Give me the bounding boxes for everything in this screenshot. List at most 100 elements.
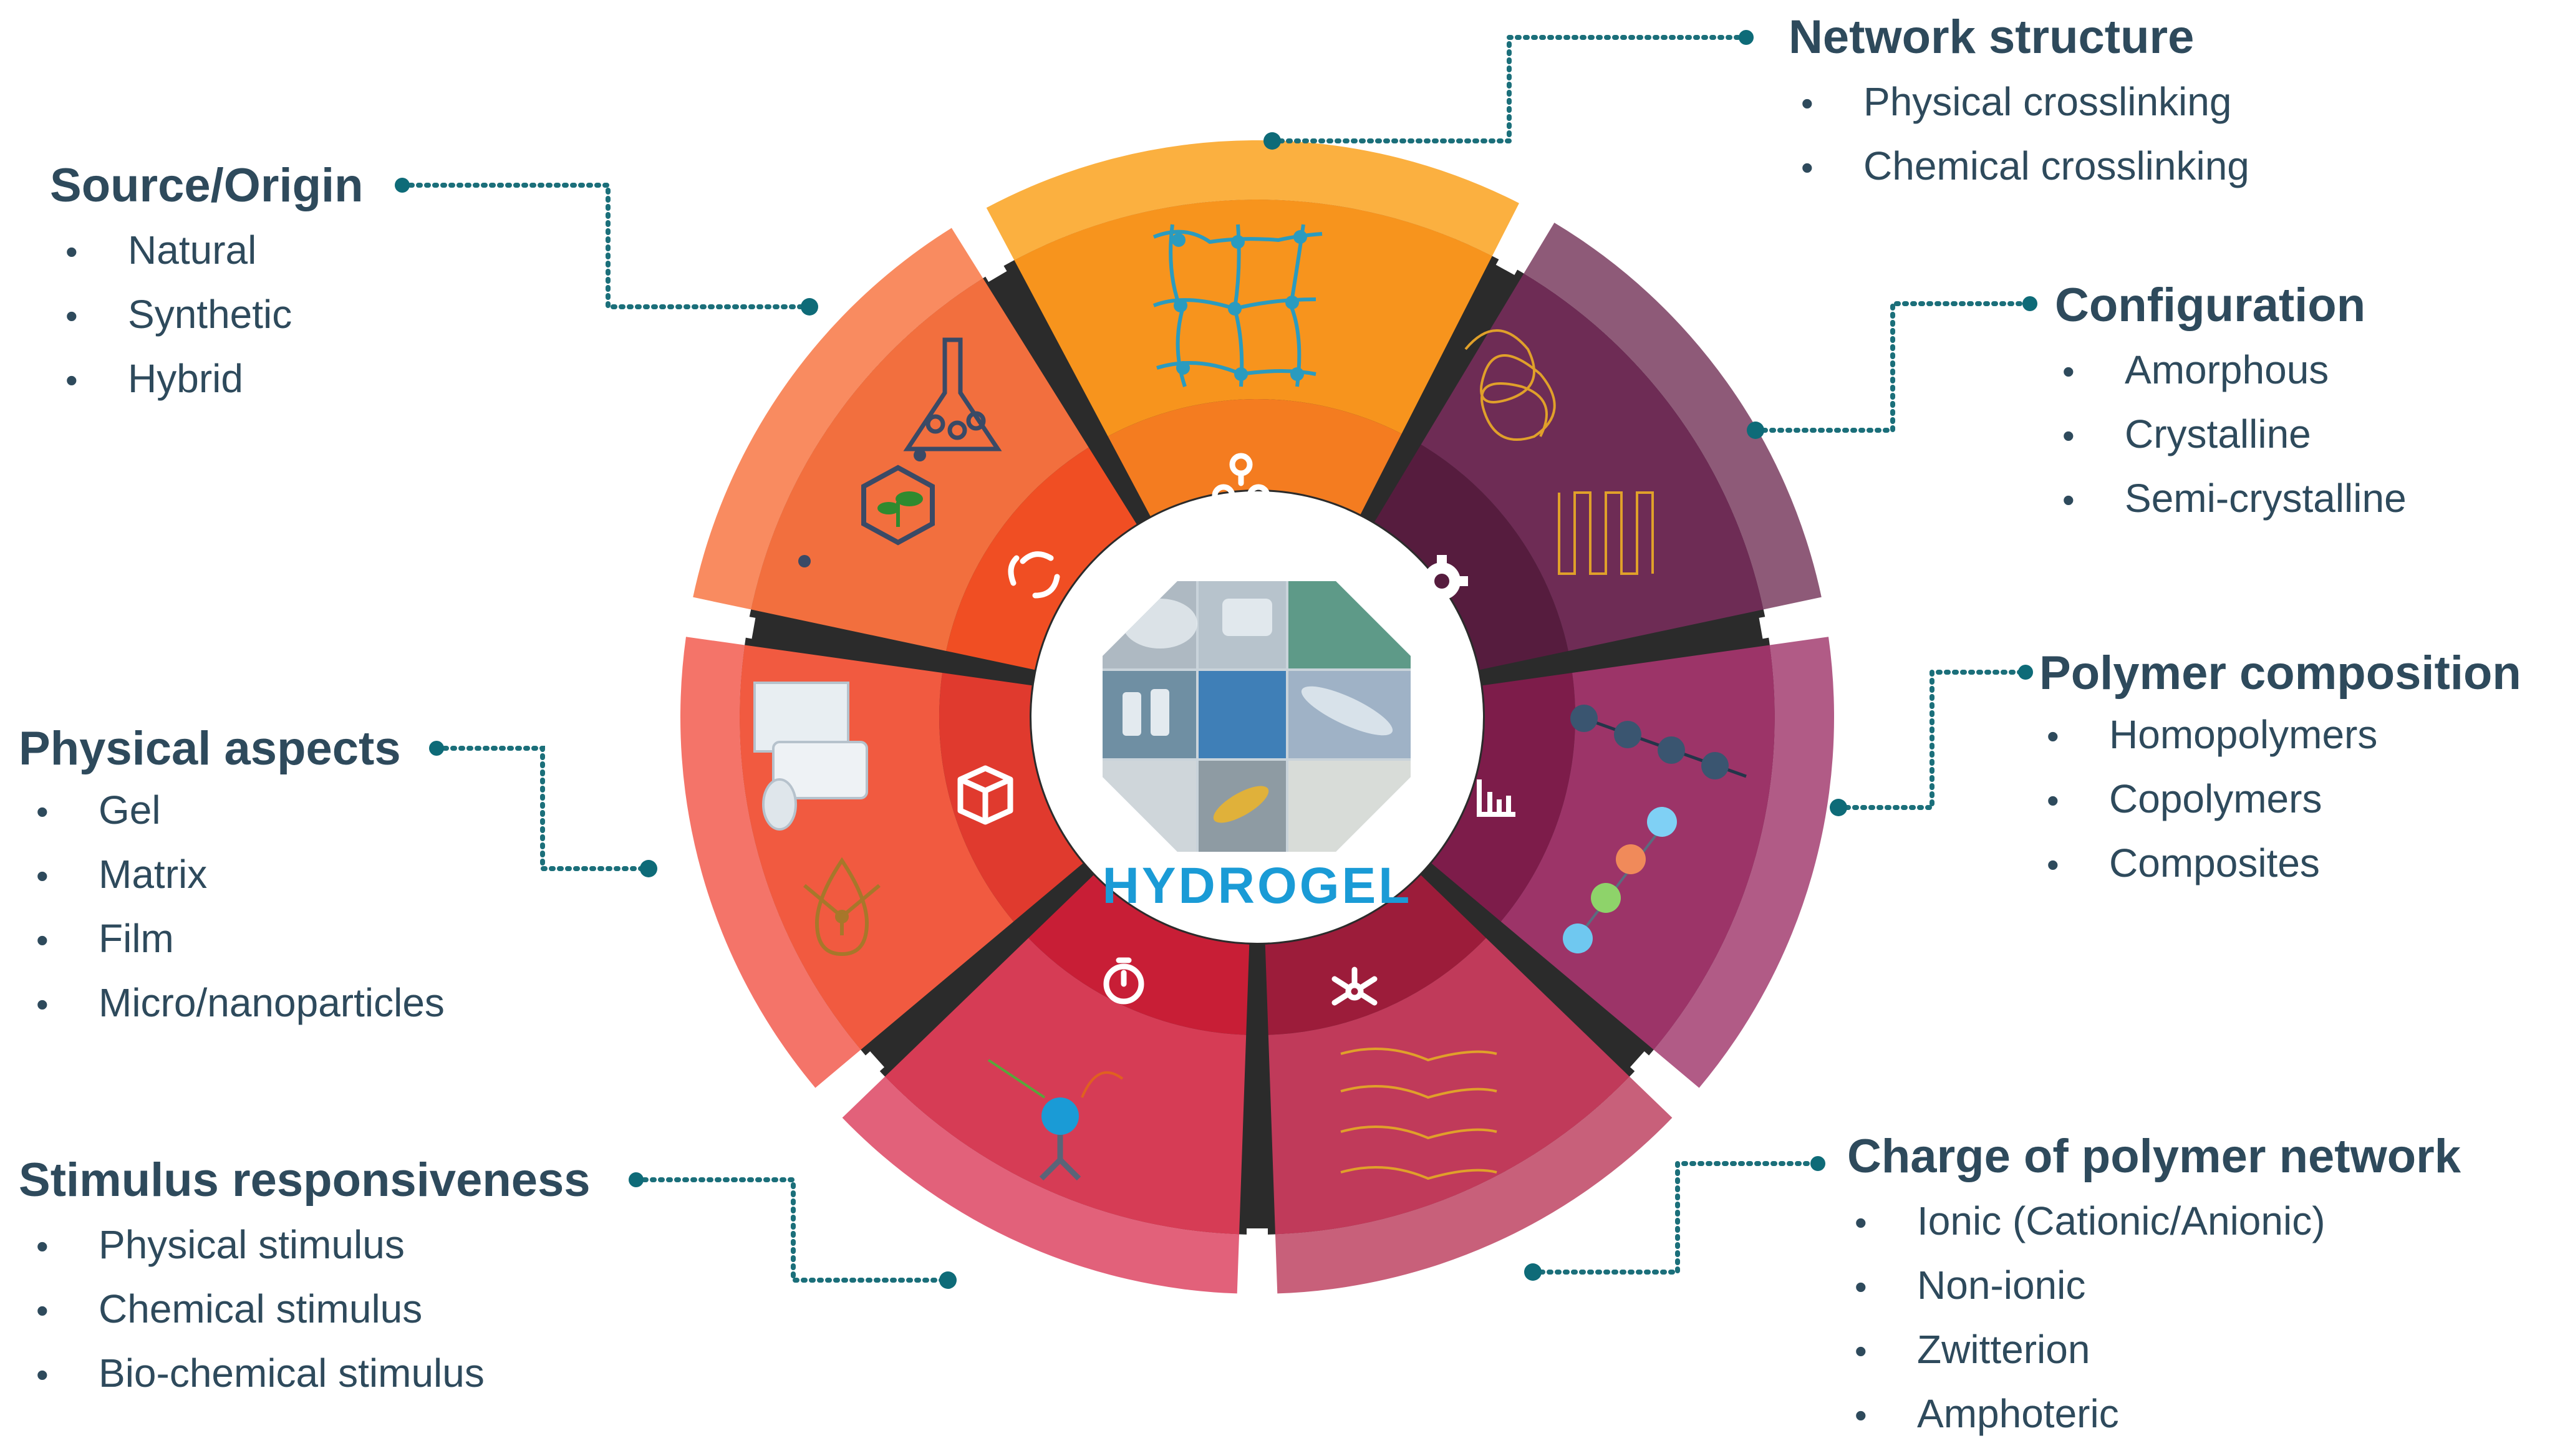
bullet: • — [2047, 781, 2059, 820]
source-title-dot — [395, 178, 410, 193]
stimulus-wheel-dot — [939, 1271, 957, 1289]
category-items: • Natural • Synthetic • Hybrid — [65, 228, 292, 401]
physical-wheel-dot — [640, 860, 657, 877]
bullet: • — [1801, 148, 1814, 187]
label-group-source: Source/Origin • Natural • Synthetic • Hy… — [50, 159, 364, 401]
segment-gap — [950, 206, 1007, 282]
category-item: Non-ionic — [1917, 1263, 2085, 1308]
segment-band-outer — [842, 1076, 1240, 1294]
category-item: Composites — [2109, 841, 2320, 885]
category-items: • Amorphous • Crystalline • Semi-crystal… — [2062, 347, 2407, 521]
category-title: Polymer composition — [2039, 647, 2521, 700]
bullet: • — [1855, 1267, 1867, 1306]
bullet: • — [2047, 716, 2059, 756]
label-group-stimulus: Stimulus responsiveness • Physical stimu… — [19, 1154, 591, 1396]
charge-leader-line — [1530, 1161, 1820, 1275]
segment-band-outer — [1275, 1076, 1673, 1294]
segment-band-inner — [946, 447, 1137, 670]
bullet: • — [36, 856, 49, 895]
category-title: Physical aspects — [19, 722, 401, 775]
label-group-charge: Charge of polymer network • Ionic (Catio… — [1847, 1130, 2461, 1436]
center-label: HYDROGEL — [1103, 857, 1413, 914]
bullet: • — [36, 1355, 49, 1394]
bead-chain-icon — [1570, 705, 1747, 779]
category-items: • Ionic (Cationic/Anionic) • Non-ionic •… — [1855, 1198, 2326, 1436]
center-photo-collage: HYDROGEL — [1031, 491, 1483, 943]
config-title-dot — [2022, 296, 2037, 311]
bullet: • — [2062, 480, 2075, 519]
bullet: • — [65, 296, 78, 335]
bullet: • — [36, 1227, 49, 1266]
bullet: • — [36, 920, 49, 960]
droplet-molecule-icon — [803, 857, 881, 957]
folded-chain-icon — [1558, 491, 1654, 575]
category-title: Configuration — [2055, 279, 2365, 332]
category-item: Matrix — [99, 852, 207, 897]
category-item: Bio-chemical stimulus — [99, 1351, 485, 1396]
category-item: Homopolymers — [2109, 712, 2377, 757]
category-item: Hybrid — [128, 356, 243, 401]
category-title: Source/Origin — [50, 159, 364, 212]
network-title-dot — [1739, 30, 1754, 45]
wheel-segment-config — [1374, 223, 1822, 670]
physical-leader-line — [434, 746, 651, 871]
wheel-segment-source — [693, 228, 1137, 670]
category-item: Micro/nanoparticles — [99, 980, 445, 1025]
category-item: Amorphous — [2125, 347, 2329, 392]
category-items: • Homopolymers • Copolymers • Composites — [2047, 712, 2377, 885]
box-icon — [957, 765, 1013, 825]
physical-title-dot — [429, 741, 444, 756]
polymer-leader-line — [1836, 670, 2028, 810]
charge-wheel-dot — [1524, 1263, 1542, 1281]
segment-band-mid — [884, 938, 1247, 1235]
bar-chart-icon — [1477, 779, 1515, 817]
wheel-segment-charge — [1265, 875, 1673, 1294]
segment-band-outer — [1653, 637, 1834, 1088]
gear-icon — [1416, 555, 1468, 607]
network-leader-line — [1270, 35, 1749, 143]
stimulus-title-dot — [629, 1172, 644, 1187]
segment-band-inner — [1028, 875, 1250, 1035]
source-leader-line — [400, 183, 812, 309]
category-items: • Physical stimulus • Chemical stimulus … — [36, 1222, 485, 1396]
segment-band-mid — [1014, 200, 1492, 436]
segment-band-mid — [751, 278, 1089, 651]
bullet: • — [2047, 845, 2059, 884]
category-item: Crystalline — [2125, 412, 2311, 456]
category-title: Stimulus responsiveness — [19, 1154, 591, 1207]
segment-band-inner — [1265, 875, 1486, 1035]
charged-chains-icon — [1340, 1048, 1497, 1180]
receptor-icon — [987, 1059, 1124, 1181]
config-wheel-dot — [1747, 422, 1764, 439]
label-group-network: Network structure • Physical crosslinkin… — [1789, 11, 2249, 188]
category-title: Network structure — [1789, 11, 2194, 64]
segment-band-inner — [1108, 399, 1402, 516]
label-group-polymer: Polymer composition • Homopolymers • Cop… — [2039, 647, 2521, 885]
polymer-wheel-dot — [1830, 799, 1847, 816]
charge-title-dot — [1810, 1156, 1825, 1171]
flask-icon — [903, 337, 1002, 451]
category-item: Ionic (Cationic/Anionic) — [1917, 1198, 2326, 1243]
category-items: • Gel • Matrix • Film • Micro/nanopartic… — [36, 788, 445, 1025]
bullet: • — [1801, 84, 1814, 123]
category-item: Amphoteric — [1917, 1391, 2119, 1436]
labels-layer: Source/Origin • Natural • Synthetic • Hy… — [19, 11, 2521, 1436]
bullet: • — [36, 792, 49, 831]
segment-gap — [1759, 605, 1837, 639]
category-item: Chemical stimulus — [99, 1286, 422, 1331]
category-item: Physical stimulus — [99, 1222, 405, 1267]
wheel-segment-network — [986, 140, 1519, 516]
nodes-icon — [1331, 967, 1378, 1006]
segment-band-outer — [986, 140, 1519, 261]
category-item: Semi-crystalline — [2125, 476, 2407, 521]
category-item: Physical crosslinking — [1863, 79, 2231, 124]
segment-band-inner — [1431, 673, 1575, 922]
tangled-chain-icon — [1464, 329, 1556, 441]
bullet: • — [36, 1291, 49, 1330]
category-item: Film — [99, 916, 174, 961]
bullet: • — [1855, 1331, 1867, 1371]
segment-gap — [814, 1051, 884, 1117]
bullet: • — [2062, 352, 2075, 391]
category-title: Charge of polymer network — [1847, 1130, 2461, 1183]
